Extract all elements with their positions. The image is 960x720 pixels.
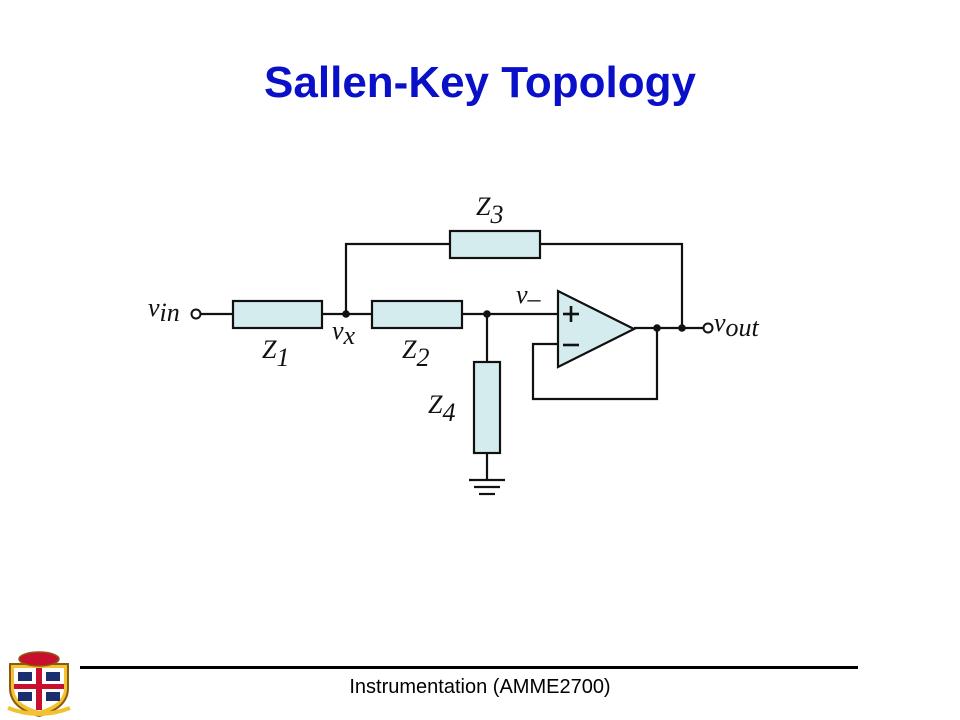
footer-divider <box>80 666 858 669</box>
impedance-z4 <box>472 360 502 455</box>
junction-vx <box>342 310 350 318</box>
wire-z3-to-out <box>540 242 684 328</box>
impedance-z3 <box>448 229 542 260</box>
label-z4: Z4 <box>428 390 455 427</box>
junction-output <box>678 324 686 332</box>
label-z3: Z3 <box>476 192 503 229</box>
label-vin: vin <box>148 293 180 327</box>
slide-title: Sallen-Key Topology <box>264 58 696 107</box>
impedance-z1 <box>231 299 324 330</box>
label-z1: Z1 <box>262 335 289 372</box>
university-crest-icon <box>7 651 71 718</box>
label-vminus: v– <box>516 280 542 313</box>
output-terminal <box>702 322 714 334</box>
label-z2: Z2 <box>402 335 429 372</box>
wire-z3-loop <box>344 242 450 314</box>
footer-course-label: Instrumentation (AMME2700) <box>349 676 611 698</box>
ground-symbol <box>469 478 505 496</box>
label-vx: vx <box>332 316 356 350</box>
junction-vminus <box>483 310 491 318</box>
input-terminal <box>190 308 202 320</box>
wire-feedback <box>531 328 659 401</box>
junction-feedback <box>653 324 661 332</box>
op-amp <box>556 289 637 369</box>
impedance-z2 <box>370 299 464 330</box>
label-vout: vout <box>714 308 760 342</box>
